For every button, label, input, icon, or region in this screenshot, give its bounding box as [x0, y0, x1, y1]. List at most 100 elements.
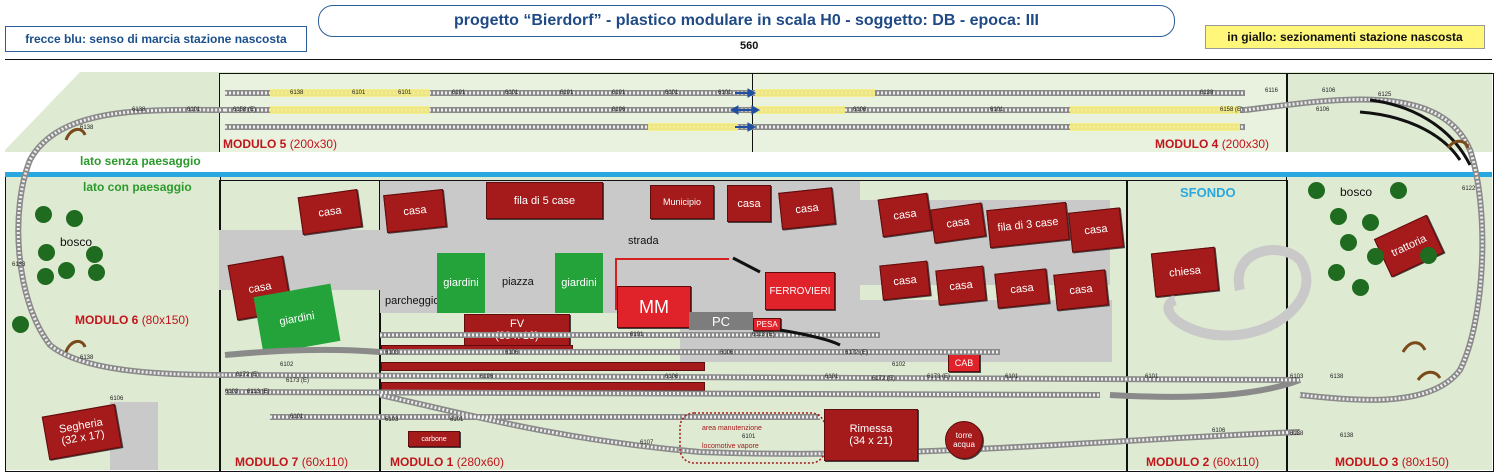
- track-code: 6122: [1462, 186, 1476, 192]
- module-size: (60x110): [301, 455, 349, 469]
- tree-icon: [58, 262, 75, 279]
- coal-depot: carbone: [408, 431, 460, 447]
- track-code: 6106: [505, 350, 519, 356]
- track-code: 6125: [1378, 92, 1392, 98]
- track-code: 6101: [1145, 374, 1159, 380]
- module-name: MODULO 3: [1335, 455, 1399, 469]
- parking-label: parcheggio: [385, 295, 440, 307]
- page-title: progetto “Bierdorf” - plastico modulare …: [318, 5, 1175, 37]
- tree-icon: [88, 264, 105, 281]
- with-scenery-label: lato con paesaggio: [83, 180, 192, 194]
- track-code: 6101: [450, 417, 464, 423]
- track-code: 6172 (E): [872, 376, 896, 382]
- track-code: 6133: [12, 262, 26, 268]
- track-code: 6173 (E): [927, 374, 951, 380]
- module-name: MODULO 6: [75, 313, 139, 327]
- mm-outline: [615, 258, 729, 310]
- street-label: strada: [628, 235, 659, 247]
- tree-icon: [35, 206, 52, 223]
- module-size: (280x60): [456, 455, 505, 469]
- tree-icon: [1390, 182, 1407, 199]
- track-code: 6102: [280, 362, 294, 368]
- wood-right-label: bosco: [1340, 185, 1373, 199]
- track-code: 6106: [480, 374, 494, 380]
- track-code: 6101: [630, 332, 644, 338]
- tree-icon: [1328, 264, 1345, 281]
- tree-icon: [1308, 182, 1325, 199]
- module-5-label: MODULO 5 (200x30): [223, 137, 337, 151]
- track-code: 6106: [1212, 428, 1226, 434]
- track-code: 6138: [80, 125, 94, 131]
- track-code: 6138: [1340, 433, 1354, 439]
- track-code: 6106: [110, 396, 124, 402]
- rimessa-building: Rimessa (34 x 21): [824, 409, 918, 461]
- track-code: 6106: [1316, 107, 1330, 113]
- module-7-label: MODULO 7 (60x110): [235, 455, 348, 469]
- track-code: 6103: [385, 350, 399, 356]
- module-6-label: MODULO 6 (80x150): [75, 313, 189, 327]
- module-size: (80x150): [141, 313, 190, 327]
- track-code: 6138: [1330, 374, 1344, 380]
- garden: giardini: [437, 253, 485, 313]
- module-2-label: MODULO 2 (60x110): [1146, 455, 1259, 469]
- tree-icon: [1362, 214, 1379, 231]
- track-code: 6103: [225, 389, 239, 395]
- tree-icon: [1330, 208, 1347, 225]
- module-3-label: MODULO 3 (80x150): [1335, 455, 1449, 469]
- track-code: 6138: [290, 90, 304, 96]
- wood-left-label: bosco: [60, 235, 93, 249]
- right-note: in giallo: sezionamenti stazione nascost…: [1205, 25, 1485, 49]
- track-code: 6106: [853, 107, 867, 113]
- tree-icon: [1367, 248, 1384, 265]
- track-code: 6102: [892, 362, 906, 368]
- track-code: 6107: [640, 440, 654, 446]
- track-code: 6158 (E): [233, 107, 257, 113]
- tree-icon: [38, 244, 55, 261]
- track-code: 6101: [665, 90, 679, 96]
- square-label: piazza: [502, 276, 534, 288]
- background-label: SFONDO: [1180, 185, 1236, 200]
- dimension-line: [5, 59, 1492, 60]
- module-size: (80x150): [1401, 455, 1450, 469]
- track-code: 6101: [187, 107, 201, 113]
- tree-icon: [66, 210, 83, 227]
- tree-icon: [1420, 247, 1437, 264]
- steam-label: locomotive vapore: [702, 443, 759, 450]
- tree-icon: [37, 268, 54, 285]
- module-size: (60x110): [1212, 455, 1260, 469]
- track-code: 6101: [1005, 374, 1019, 380]
- module-name: MODULO 2: [1146, 455, 1210, 469]
- track-code: 6138: [132, 107, 146, 113]
- track-code: 6173 (E): [286, 378, 310, 384]
- mm-building: MM: [617, 286, 691, 328]
- module-1-label: MODULO 1 (280x60): [390, 455, 504, 469]
- track-code: 6106: [1322, 88, 1336, 94]
- track-code: 6116: [1265, 88, 1278, 94]
- track-code: 6101: [612, 90, 626, 96]
- track-code: 6106: [720, 350, 734, 356]
- water-tower: torre acqua: [945, 421, 983, 459]
- module-name: MODULO 4: [1155, 137, 1219, 151]
- board-corner-cut: [5, 72, 80, 150]
- pesa-building: PESA: [753, 318, 781, 331]
- ferrovieri-building: FERROVIERI: [765, 272, 835, 310]
- track-code: 6172 (E): [236, 372, 260, 378]
- pc-building: PC: [689, 312, 753, 330]
- tree-icon: [86, 246, 103, 263]
- track-code: 6138: [80, 355, 94, 361]
- track-code: 6103: [385, 417, 399, 423]
- module-size: (200x30): [1221, 137, 1270, 151]
- track-code: 6106: [612, 107, 626, 113]
- track-code: 6113 (E): [247, 389, 270, 395]
- module-name: MODULO 7: [235, 455, 299, 469]
- track-code: 6101: [290, 414, 304, 420]
- background-line: [5, 172, 1492, 177]
- module-name: MODULO 1: [390, 455, 454, 469]
- module-4-label: MODULO 4 (200x30): [1155, 137, 1269, 151]
- track-code: 6101: [398, 90, 412, 96]
- track-code: 6158 (E): [1220, 107, 1244, 113]
- module-size: (200x30): [289, 137, 338, 151]
- track-code: 6101: [990, 107, 1004, 113]
- track-code: 6101: [825, 374, 839, 380]
